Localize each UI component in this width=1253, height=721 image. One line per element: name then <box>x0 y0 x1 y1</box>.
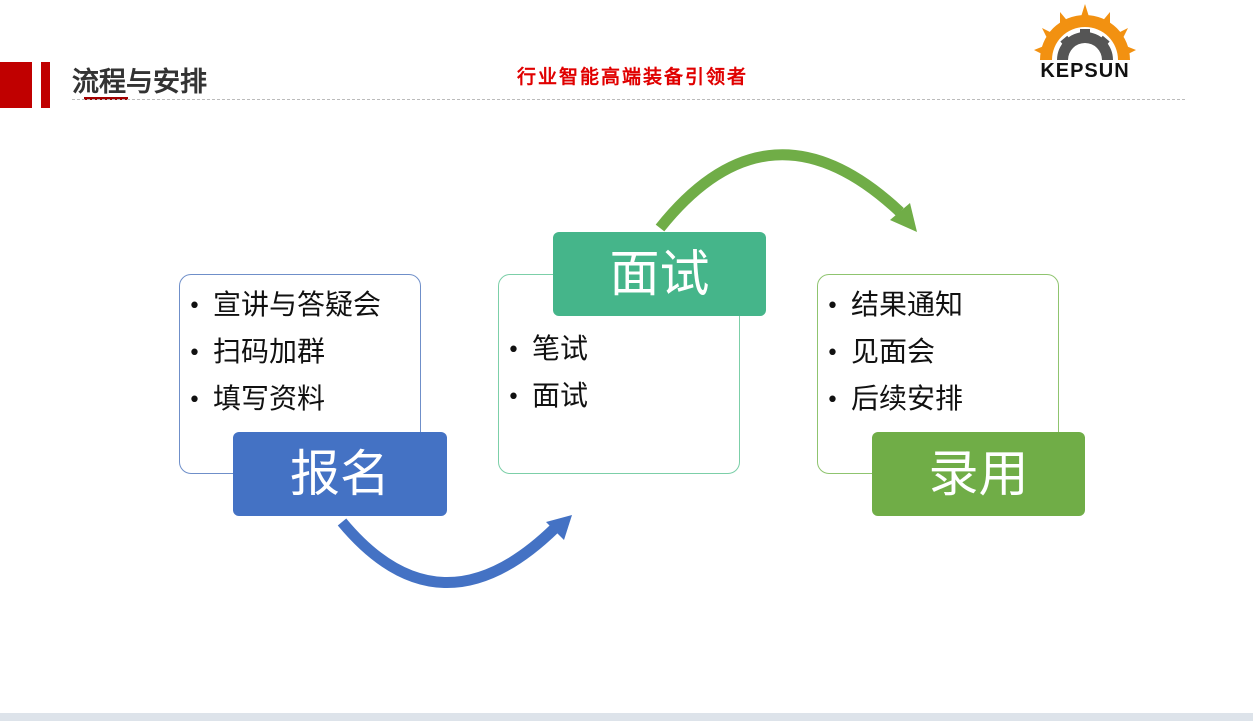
header-red-bar <box>41 62 50 108</box>
list-item: 笔试 <box>507 325 739 372</box>
bottom-strip <box>0 713 1253 721</box>
list-item: 扫码加群 <box>188 328 420 375</box>
step-label-signup: 报名 <box>233 432 447 516</box>
list-item: 后续安排 <box>826 375 1058 422</box>
list-item: 填写资料 <box>188 375 420 422</box>
kepsun-logo-icon <box>1034 4 1136 60</box>
header-red-block <box>0 62 32 108</box>
logo-text: KEPSUN <box>1040 60 1130 82</box>
green-curved-arrow <box>655 149 904 232</box>
step-box-interview: 笔试 面试 <box>498 274 740 474</box>
blue-arrowhead <box>546 515 572 540</box>
step-label-interview: 面试 <box>553 232 766 316</box>
list-item: 结果通知 <box>826 281 1058 328</box>
title-underline <box>84 97 128 100</box>
page-title: 流程与安排 <box>72 67 207 98</box>
list-item: 宣讲与答疑会 <box>188 281 420 328</box>
step-label-hire: 录用 <box>872 432 1085 516</box>
tagline: 行业智能高端装备引领者 <box>516 66 748 88</box>
header-divider <box>72 99 1185 100</box>
green-arrowhead <box>890 203 917 232</box>
list-item: 面试 <box>507 372 739 419</box>
blue-curved-arrow <box>337 518 559 588</box>
list-item: 见面会 <box>826 328 1058 375</box>
